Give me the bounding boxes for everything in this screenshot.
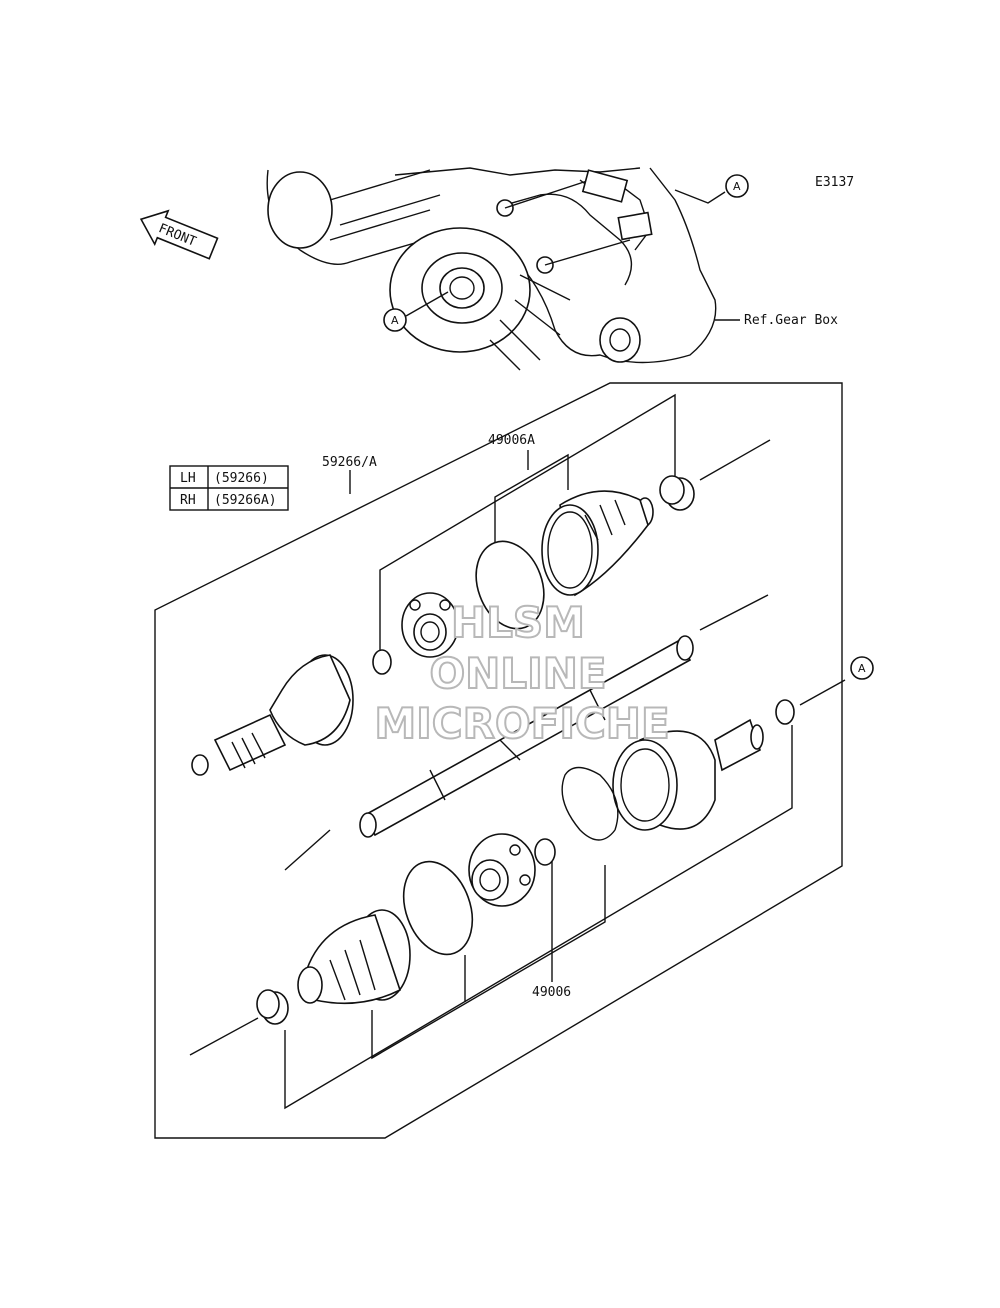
side-table: LH (59266) RH (59266A) <box>169 465 289 511</box>
front-arrow-icon: FRONT <box>139 209 219 260</box>
upper-boot <box>541 490 654 597</box>
lower-circlip <box>561 766 619 841</box>
watermark-line3: MICROFICHE <box>374 699 669 748</box>
ref-gear-box-label: Ref.Gear Box <box>744 313 838 328</box>
callout-a-top-circle <box>725 174 749 198</box>
part-number-boot-kit-lower: 49006 <box>532 985 571 1000</box>
callout-a-right: A <box>858 662 866 675</box>
lower-band-clamp <box>256 989 289 1025</box>
lower-boot <box>297 909 411 1005</box>
side-rh: RH <box>180 493 196 508</box>
upper-snap-ring <box>372 649 392 675</box>
watermark: HLSM ONLINE MICROFICHE <box>373 597 670 749</box>
callout-a-left-circle <box>383 308 407 332</box>
assembly-frame <box>154 382 843 1139</box>
part-number-boot-kit-upper: 49006A <box>488 433 535 448</box>
lower-large-band <box>402 860 474 956</box>
upper-band-clamp <box>659 475 695 511</box>
upper-inner-race <box>401 592 459 658</box>
diagram-code: E3137 <box>815 175 854 190</box>
outer-cv-joint <box>191 654 354 776</box>
callout-a-top: A <box>733 180 741 193</box>
watermark-line2: ONLINE <box>429 649 606 698</box>
part-number-axle-assembly: 59266/A <box>322 455 377 470</box>
side-lh: LH <box>180 471 196 486</box>
part-lh: (59266) <box>214 471 269 486</box>
inner-cv-housing <box>612 718 764 831</box>
upper-large-band <box>475 540 545 630</box>
axle-shaft <box>359 635 694 838</box>
right-snap-ring <box>775 699 795 725</box>
gear-box-illustration <box>266 167 717 371</box>
lower-small-ring <box>534 838 556 866</box>
callout-a-right-circle <box>850 656 874 680</box>
part-rh: (59266A) <box>214 493 277 508</box>
watermark-line1: HLSM <box>451 598 585 647</box>
lower-inner-race <box>468 833 536 907</box>
callout-a-left: A <box>391 314 399 327</box>
